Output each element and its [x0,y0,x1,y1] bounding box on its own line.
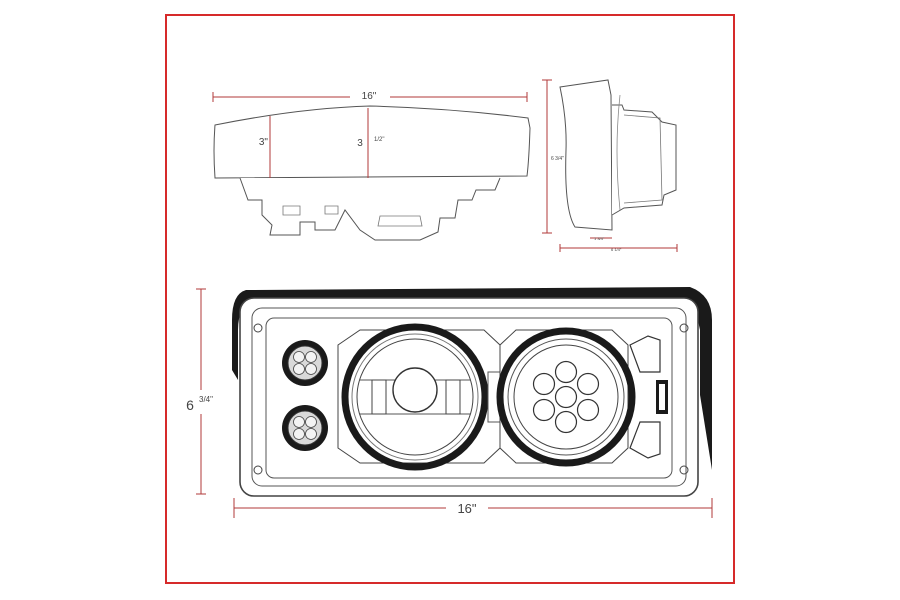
side-housing-outline [559,79,613,231]
front-view: 6 3/4" 16" [180,287,713,518]
top-housing-base [239,177,501,241]
turn-signal-strip [629,335,668,459]
top-height-b-label: 3 [357,138,363,149]
side-depth-b-label: 6 1/4" [611,247,622,252]
mount-hole [253,323,263,333]
projector-lens-module [337,323,501,471]
top-width-label: 16" [362,91,377,102]
side-lens-body [611,104,677,216]
led-cluster-module [496,327,636,467]
front-height-label: 6 [186,397,194,413]
side-view: 6 3/4" 1 3/4" 6 1/4" [542,79,678,252]
frame-border [165,14,735,584]
side-height-label: 6 3/4" [551,156,564,162]
mount-hole [679,323,689,333]
marker-led-top [282,340,328,386]
side-depth-a-label: 1 3/4" [594,236,605,241]
top-height-a-label: 3" [259,137,269,148]
top-housing-detail [282,205,423,227]
top-housing-outline [213,105,531,179]
front-width-label: 16" [457,501,476,516]
top-view: 16" 3" 3 1/2" [212,88,531,241]
marker-led-bottom [282,405,328,451]
top-width-label-bg [350,88,390,102]
top-height-b-fraction: 1/2" [374,137,384,143]
mount-hole [253,465,263,475]
mount-hole [679,465,689,475]
front-height-fraction: 3/4" [199,395,213,404]
